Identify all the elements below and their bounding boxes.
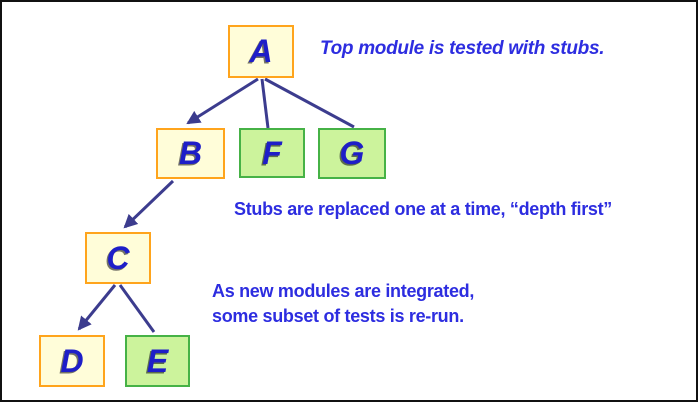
annotation-rerun-line1: As new modules are integrated, bbox=[212, 281, 475, 301]
edge-c-to-d bbox=[77, 284, 117, 331]
stub-node-f: F bbox=[239, 128, 305, 178]
annotation-rerun: As new modules are integrated, some subs… bbox=[212, 279, 474, 329]
module-node-c: C bbox=[85, 232, 151, 284]
module-node-a: A bbox=[228, 25, 294, 78]
stub-node-g: G bbox=[318, 128, 386, 179]
annotation-top-module: Top module is tested with stubs. bbox=[320, 38, 605, 59]
module-node-b: B bbox=[156, 128, 225, 179]
module-node-d: D bbox=[39, 335, 105, 387]
edge-a-to-b bbox=[186, 77, 259, 125]
edge-b-to-c bbox=[123, 179, 175, 229]
annotation-depth-first: Stubs are replaced one at a time, “depth… bbox=[234, 199, 612, 219]
annotation-rerun-line2: some subset of tests is re-run. bbox=[212, 306, 464, 326]
edge-c-to-e bbox=[118, 284, 156, 333]
edge-a-to-f bbox=[260, 78, 270, 129]
stub-node-e: E bbox=[125, 335, 190, 387]
edge-a-to-g bbox=[264, 77, 355, 129]
